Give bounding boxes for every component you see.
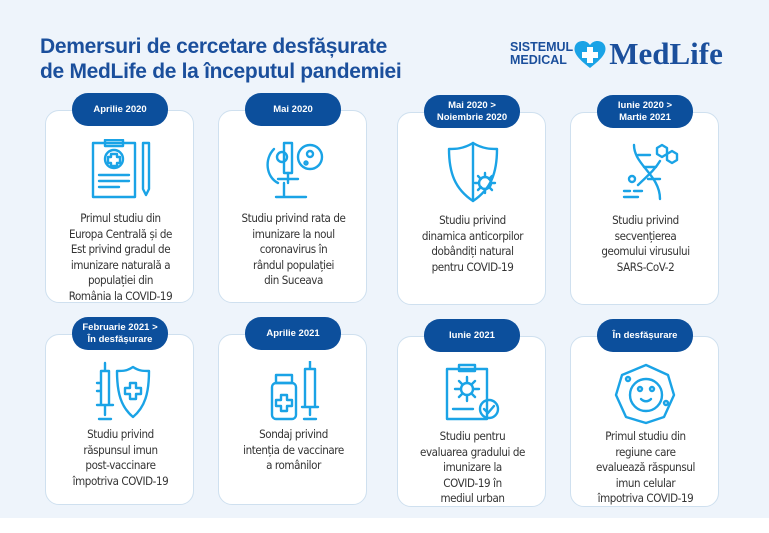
- date-badge: Aprilie 2021: [245, 317, 341, 350]
- study-description: Studiu privind răspunsul imun post-vacci…: [72, 427, 169, 488]
- syringe-shield-icon: [46, 361, 195, 423]
- logo-brand: MedLife: [609, 36, 723, 71]
- study-description: Studiu pentru evaluarea gradului de imun…: [419, 429, 525, 505]
- date-badge: Februarie 2021 > În desfășurare: [72, 317, 168, 350]
- study-description: Studiu privind rata de imunizare la noul…: [241, 211, 346, 287]
- clipboard-medical-icon: [46, 139, 195, 201]
- study-description: Primul studiu din regiune care evaluează…: [596, 429, 695, 505]
- study-card: Primul studiu din regiune care evaluează…: [570, 336, 719, 507]
- logo-line1: SISTEMUL: [510, 40, 574, 54]
- study-card: Primul studiu din Europa Centrală și de …: [45, 110, 194, 303]
- vial-syringe-icon: [219, 361, 368, 423]
- study-card: Studiu privind secvențierea geomului vir…: [570, 112, 719, 305]
- date-badge: Mai 2020 > Noiembrie 2020: [424, 95, 520, 128]
- date-badge: Aprilie 2020: [72, 93, 168, 126]
- study-description: Studiu privind secvențierea geomului vir…: [601, 213, 690, 274]
- study-card: Studiu privind rata de imunizare la noul…: [218, 110, 367, 303]
- dna-molecule-icon: [571, 141, 720, 203]
- microscope-virus-icon: [219, 139, 368, 201]
- clipboard-check-icon: [398, 363, 547, 425]
- cell-icon: [571, 363, 720, 425]
- study-card: Studiu privind răspunsul imun post-vacci…: [45, 334, 194, 505]
- date-badge: Mai 2020: [245, 93, 341, 126]
- study-description: Sondaj privind intenția de vaccinare a r…: [243, 427, 344, 472]
- study-description: Studiu privind dinamica anticorpilor dob…: [421, 213, 524, 274]
- study-card: Studiu privind dinamica anticorpilor dob…: [397, 112, 546, 305]
- date-badge: În desfășurare: [597, 319, 693, 352]
- heart-cross-icon: [574, 40, 606, 68]
- date-badge: Iunie 2021: [424, 319, 520, 352]
- study-card: Studiu pentru evaluarea gradului de imun…: [397, 336, 546, 507]
- logo-line2: MEDICAL: [510, 53, 567, 67]
- page-title: Demersuri de cercetare desfășurate de Me…: [40, 35, 402, 83]
- study-card: Sondaj privind intenția de vaccinare a r…: [218, 334, 367, 505]
- shield-virus-icon: [398, 141, 547, 203]
- study-description: Primul studiu din Europa Centrală și de …: [68, 211, 173, 303]
- date-badge: Iunie 2020 > Martie 2021: [597, 95, 693, 128]
